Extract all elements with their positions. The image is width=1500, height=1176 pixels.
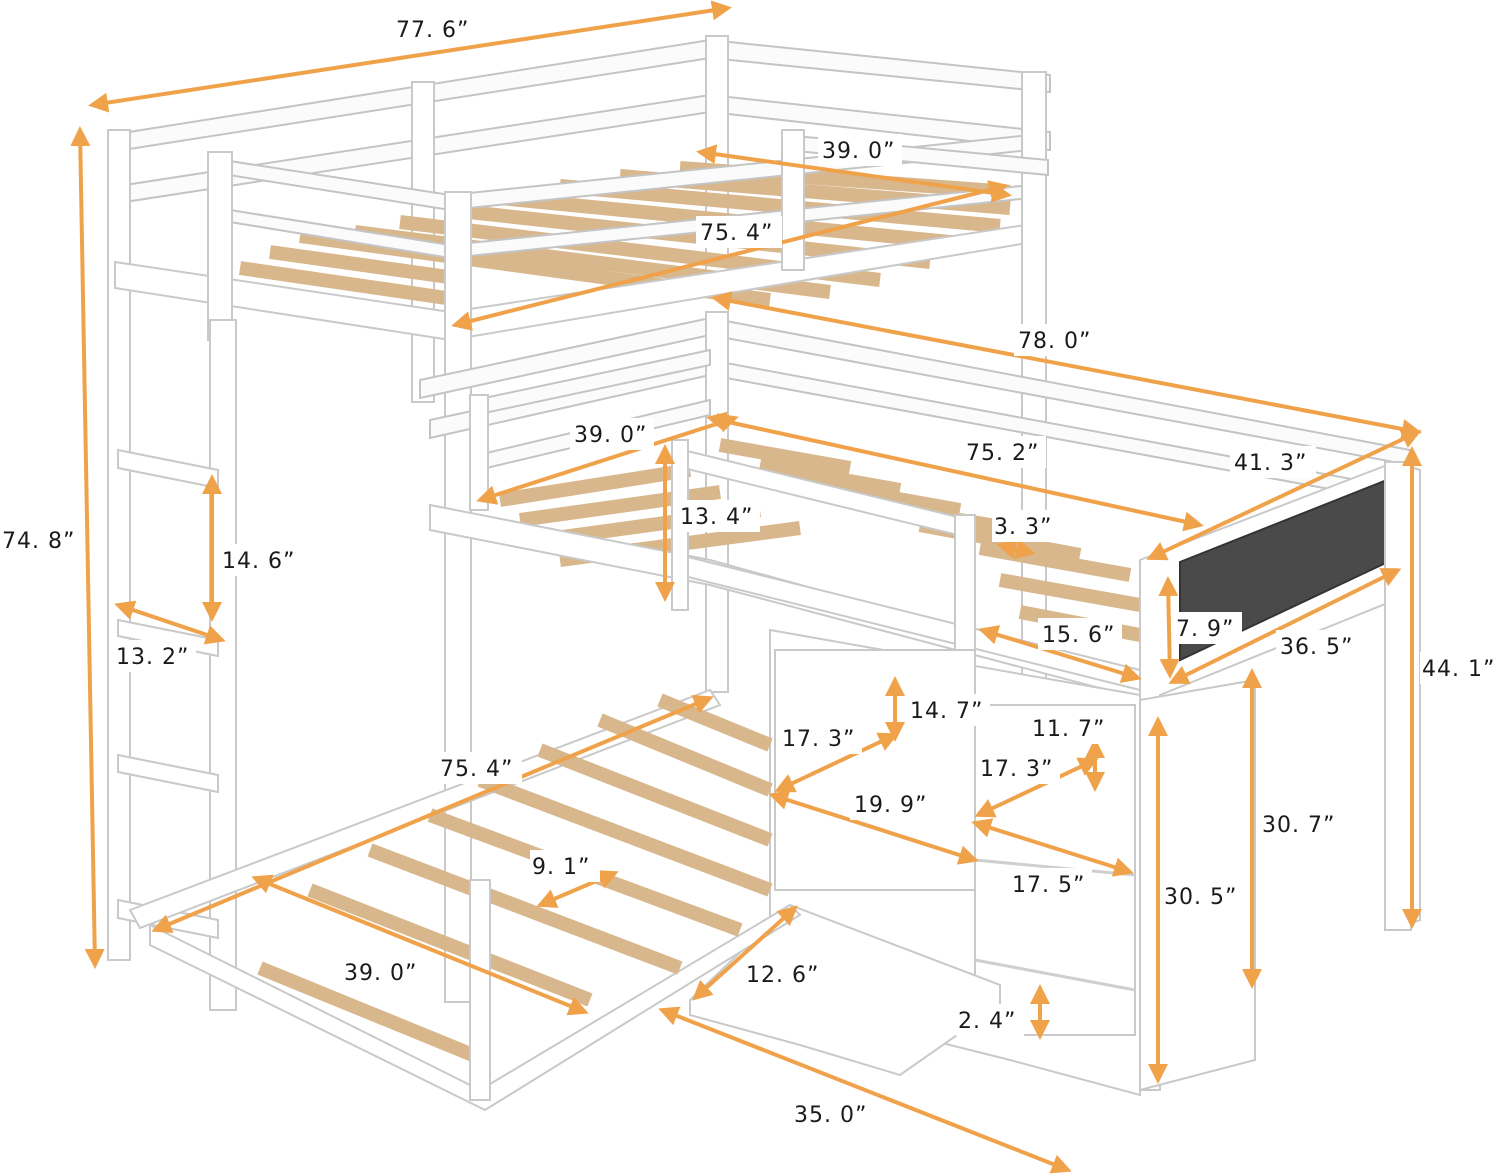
arrow-bottom-bed-length	[151, 694, 714, 934]
label-top-bed-length: 75. 4”	[700, 221, 773, 246]
label-shelf-width: 17. 5”	[1012, 873, 1085, 898]
label-top-length: 77. 6”	[396, 18, 469, 43]
label-cabinet-opening-width: 19. 9”	[854, 793, 927, 818]
arrow-ladder-width	[114, 600, 226, 645]
bunk-bed-illustration	[107, 35, 1421, 1112]
label-middle-bed-length: 75. 2”	[966, 441, 1039, 466]
arrow-middle-bed-length	[706, 411, 1204, 532]
label-cabinet-front-height: 30. 5”	[1164, 885, 1237, 910]
arrow-cabinet-width	[658, 1006, 1072, 1174]
arrow-top-length	[88, 0, 732, 113]
label-slat-gap: 9. 1”	[532, 855, 590, 880]
label-cabinet-depth-right: 17. 3”	[980, 757, 1053, 782]
label-guard-height: 13. 4”	[680, 505, 753, 530]
label-ladder-width: 13. 2”	[116, 645, 189, 670]
arrow-overall-height	[70, 126, 105, 969]
label-overall-height: 74. 8”	[2, 529, 75, 554]
dimension-arrows	[70, 0, 1422, 1174]
arrow-cabinet-depth-right	[974, 757, 1099, 818]
arrow-top-bed-length	[451, 180, 1009, 331]
dimension-labels: 77. 6” 74. 8” 39. 0” 75. 4” 78. 0” 39. 0…	[0, 10, 1500, 1130]
label-chalkboard-height: 7. 9”	[1176, 617, 1234, 642]
label-bottom-bed-width: 39. 0”	[344, 961, 417, 986]
arrow-cabinet-opening-width	[768, 790, 979, 865]
arrow-guard-length	[978, 625, 1142, 683]
label-ladder-step: 14. 6”	[222, 549, 295, 574]
arrow-cabinet-depth-left	[774, 732, 899, 793]
label-middle-end-width: 41. 3”	[1234, 451, 1307, 476]
arrow-shelf-width	[971, 818, 1134, 877]
arrow-middle-bed-width	[476, 413, 739, 505]
label-bottom-shelf-gap: 2. 4”	[958, 1009, 1016, 1034]
label-chalkboard-length: 36. 5”	[1280, 635, 1353, 660]
label-cabinet-width: 35. 0”	[794, 1103, 867, 1128]
arrow-step-depth	[692, 905, 798, 1001]
label-guard-length: 15. 6”	[1042, 623, 1115, 648]
arrow-middle-end-width	[1146, 429, 1422, 561]
label-middle-bed-width: 39. 0”	[574, 423, 647, 448]
label-cabinet-top-gap: 14. 7”	[910, 699, 983, 724]
label-right-height: 44. 1”	[1422, 657, 1495, 682]
arrow-chalkboard-height	[1158, 576, 1180, 679]
arrow-bottom-bed-width	[251, 874, 589, 1016]
label-cabinet-depth-left: 17. 3”	[782, 727, 855, 752]
label-shelf-height: 11. 7”	[1032, 717, 1105, 742]
label-guard-gap: 3. 3”	[994, 515, 1052, 540]
label-step-depth: 12. 6”	[746, 963, 819, 988]
label-cabinet-side-height: 30. 7”	[1262, 813, 1335, 838]
arrow-guard-gap	[996, 539, 1036, 559]
label-bottom-bed-length: 75. 4”	[440, 757, 513, 782]
label-top-bed-width: 39. 0”	[822, 139, 895, 164]
arrow-chalkboard-length	[1168, 568, 1402, 684]
label-middle-length: 78. 0”	[1018, 329, 1091, 354]
arrow-middle-length	[711, 291, 1422, 439]
